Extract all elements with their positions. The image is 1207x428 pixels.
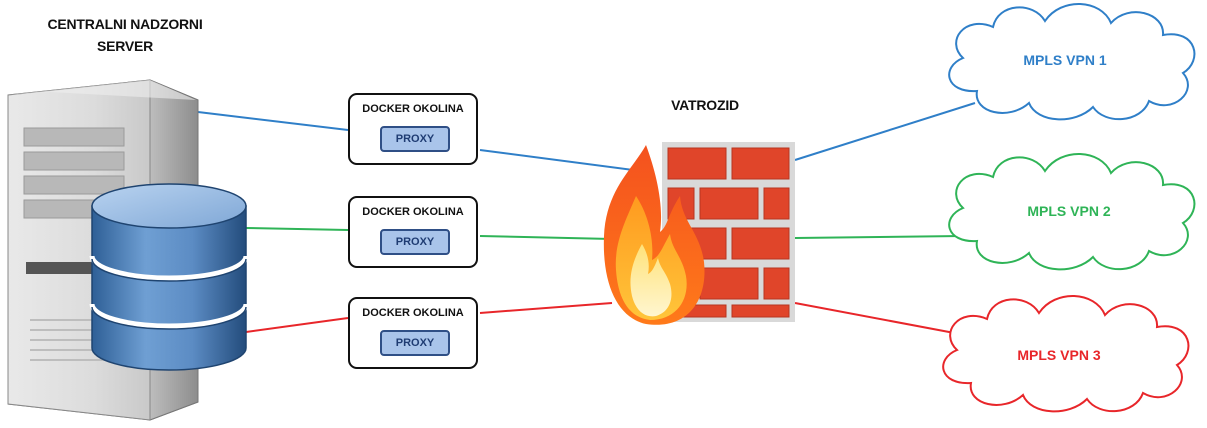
connection-line [794,102,976,161]
connection-line [794,235,963,239]
cloud-icon [948,3,1196,121]
firewall-title: VATROZID [671,97,739,113]
connection-line [197,111,349,131]
docker-label: DOCKER OKOLINA [362,206,464,218]
connection-line [479,235,613,240]
connection-line [479,302,613,314]
connection-line [794,302,966,336]
connection-line [479,149,649,173]
docker-label: DOCKER OKOLINA [362,103,464,115]
database-icon [89,183,249,371]
proxy-box: PROXY [380,229,450,255]
cloud-label-vpn1: MPLS VPN 1 [1023,52,1107,68]
cloud-icon [942,295,1190,413]
proxy-box: PROXY [380,330,450,356]
proxy-box: PROXY [380,126,450,152]
docker-box-1: DOCKER OKOLINA PROXY [348,93,478,165]
server-title-line2: SERVER [96,38,154,54]
vpn-clouds [942,3,1196,413]
docker-label: DOCKER OKOLINA [362,307,464,319]
connection-line [245,227,349,231]
cloud-label-vpn3: MPLS VPN 3 [1017,347,1101,363]
connection-lines [197,102,976,336]
cloud-label-vpn2: MPLS VPN 2 [1027,203,1111,219]
server-title: CENTRALNI NADZORNI SERVER [20,13,230,57]
docker-box-2: DOCKER OKOLINA PROXY [348,196,478,268]
docker-box-3: DOCKER OKOLINA PROXY [348,297,478,369]
fire-icon [603,145,705,325]
connection-line [245,317,349,333]
cloud-icon [948,153,1196,271]
server-title-line1: CENTRALNI NADZORNI [47,16,203,32]
